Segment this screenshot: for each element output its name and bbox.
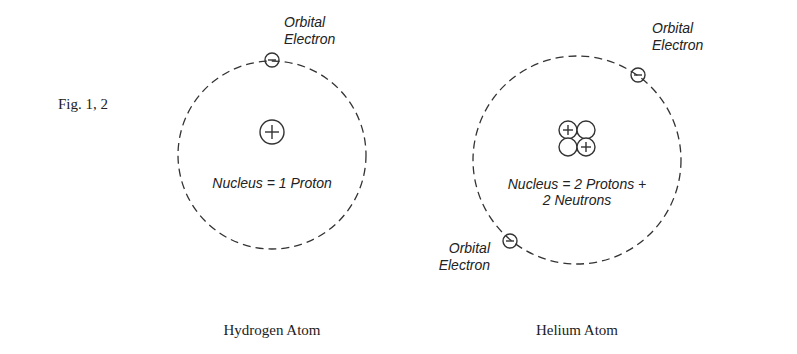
orbit-outline [177, 60, 367, 250]
proton-symbol [559, 121, 577, 139]
nucleus-label: Nucleus = 2 Protons + 2 Neutrons [502, 176, 652, 208]
proton-symbol [577, 138, 595, 156]
nucleus-label: Nucleus = 1 Proton [197, 175, 347, 191]
atom-caption: Hydrogen Atom [172, 322, 372, 339]
orbit-circle: Nucleus = 2 Protons + 2 Neutrons [472, 55, 682, 265]
orbit-outline [472, 55, 682, 265]
electron-label: Orbital Electron [418, 240, 490, 274]
electron-symbol [265, 53, 279, 67]
electron-label: Orbital Electron [652, 20, 722, 54]
atom-caption: Helium Atom [477, 322, 677, 339]
orbit-circle: Nucleus = 1 Proton [177, 60, 367, 250]
proton-symbol [260, 120, 284, 144]
neutron-symbol [577, 121, 595, 139]
electron-symbol [503, 234, 517, 248]
electron-label: Orbital Electron [284, 14, 354, 48]
figure-number: Fig. 1, 2 [58, 96, 108, 113]
neutron-symbol [559, 138, 577, 156]
